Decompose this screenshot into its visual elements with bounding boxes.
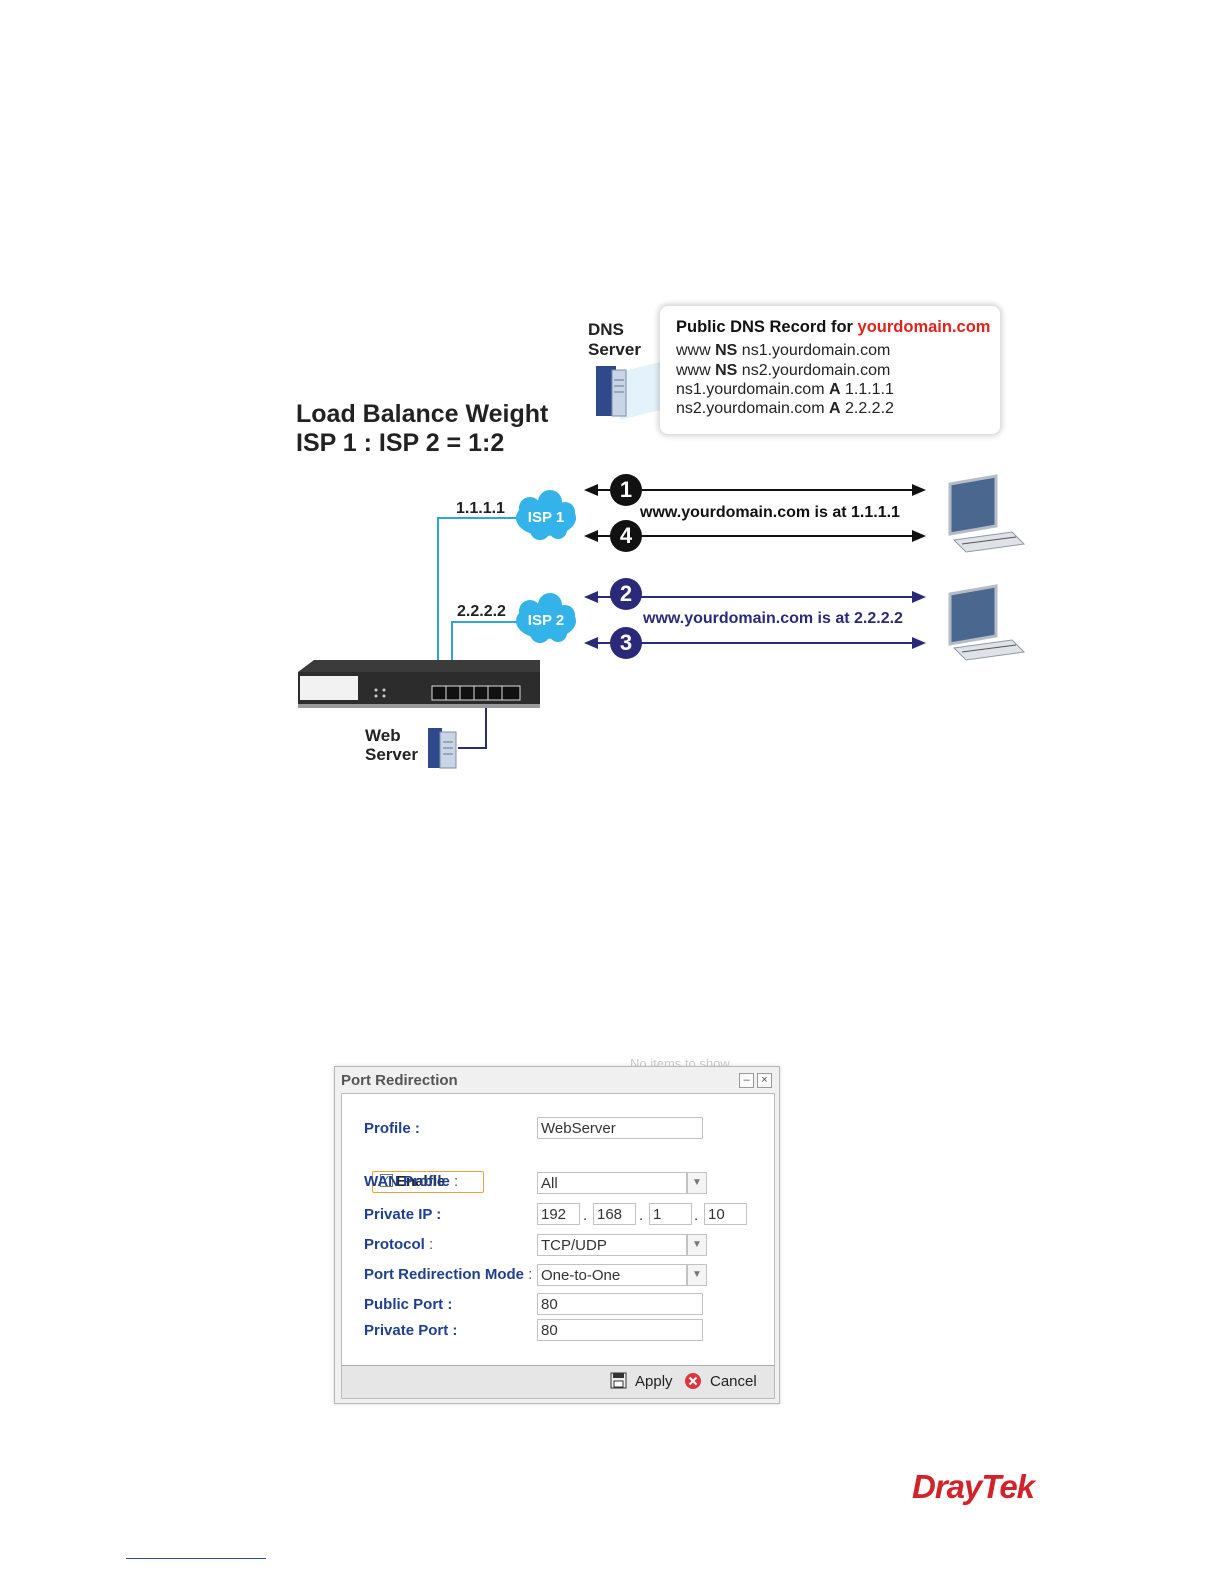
dns-title-prefix: Public DNS Record for [676, 318, 858, 336]
save-icon [610, 1372, 627, 1389]
dialog-title: Port Redirection [341, 1072, 458, 1089]
profile-label: Profile : [364, 1120, 420, 1137]
public-port-label: Public Port : [364, 1296, 452, 1313]
wan-profile-label: WAN Profile : [364, 1173, 458, 1190]
isp1-resolve-message: www.yourdomain.com is at 1.1.1.1 [640, 504, 900, 522]
dns-record-line: www NS ns2.yourdomain.com [676, 362, 890, 380]
isp2-resolve-message: www.yourdomain.com is at 2.2.2.2 [643, 610, 903, 628]
dns-server-label: DNS Server [588, 320, 641, 360]
footer-rule [126, 1558, 266, 1559]
chevron-down-icon[interactable]: ▼ [687, 1172, 707, 1194]
draytek-logo: DrayTek [912, 1468, 1034, 1506]
apply-label: Apply [635, 1373, 673, 1390]
web-label-line-1: Web [365, 726, 418, 745]
cancel-label: Cancel [710, 1373, 757, 1390]
ip-dot: . [639, 1207, 643, 1224]
client-computer-1-icon [950, 476, 1024, 552]
protocol-select[interactable]: TCP/UDP [537, 1234, 687, 1256]
web-server-icon [428, 728, 456, 768]
private-port-label: Private Port : [364, 1322, 457, 1339]
dialog-body: Profile : WebServer ✓ Enable WAN Profile… [341, 1093, 775, 1367]
wan-profile-select[interactable]: All [537, 1172, 687, 1194]
client-computer-2-icon [950, 586, 1024, 660]
private-ip-octet-2[interactable]: 168 [593, 1203, 636, 1225]
private-ip-octet-1[interactable]: 192 [537, 1203, 580, 1225]
port-redirection-mode-label: Port Redirection Mode : [364, 1266, 532, 1283]
public-port-input[interactable]: 80 [537, 1293, 703, 1315]
isp1-label: ISP 1 [516, 509, 576, 526]
private-ip-label: Private IP : [364, 1206, 441, 1223]
profile-input[interactable]: WebServer [537, 1117, 703, 1139]
ip-dot: . [583, 1207, 587, 1224]
dns-server-icon [596, 362, 660, 420]
ip-dot: . [694, 1207, 698, 1224]
port-redirection-dialog: Port Redirection – × Profile : WebServer… [334, 1066, 780, 1404]
load-balance-line-1: Load Balance Weight [296, 400, 548, 429]
dns-record-title: Public DNS Record for yourdomain.com [676, 318, 990, 337]
dns-record-line: www NS ns1.yourdomain.com [676, 342, 890, 360]
chevron-down-icon[interactable]: ▼ [687, 1264, 707, 1286]
port-redirection-mode-select[interactable]: One-to-One [537, 1264, 687, 1286]
load-balance-line-2: ISP 1 : ISP 2 = 1:2 [296, 429, 548, 458]
isp1-ip-label: 1.1.1.1 [456, 500, 505, 518]
step-badge: 4 [610, 520, 642, 552]
router-icon [298, 660, 540, 708]
close-icon[interactable]: × [757, 1073, 772, 1088]
step-badge: 3 [610, 627, 642, 659]
web-label-line-2: Server [365, 745, 418, 764]
isp2-label: ISP 2 [516, 612, 576, 629]
dns-record-line: ns1.yourdomain.com A 1.1.1.1 [676, 381, 894, 399]
web-server-label: Web Server [365, 726, 418, 764]
isp2-ip-label: 2.2.2.2 [457, 603, 506, 621]
private-ip-octet-3[interactable]: 1 [649, 1203, 692, 1225]
load-balance-title: Load Balance Weight ISP 1 : ISP 2 = 1:2 [296, 400, 548, 458]
diagram-graphics [0, 0, 1224, 800]
dns-label-line-1: DNS [588, 320, 641, 340]
dialog-footer: Apply Cancel [341, 1365, 775, 1399]
private-ip-octet-4[interactable]: 10 [704, 1203, 747, 1225]
cancel-icon [684, 1372, 702, 1390]
dns-title-domain: yourdomain.com [858, 318, 991, 336]
step-badge: 1 [610, 474, 642, 506]
private-port-input[interactable]: 80 [537, 1319, 703, 1341]
minimize-icon[interactable]: – [739, 1073, 754, 1088]
protocol-label: Protocol : [364, 1236, 433, 1253]
dns-label-line-2: Server [588, 340, 641, 360]
step-badge: 2 [610, 578, 642, 610]
dns-record-line: ns2.yourdomain.com A 2.2.2.2 [676, 400, 894, 418]
chevron-down-icon[interactable]: ▼ [687, 1234, 707, 1256]
